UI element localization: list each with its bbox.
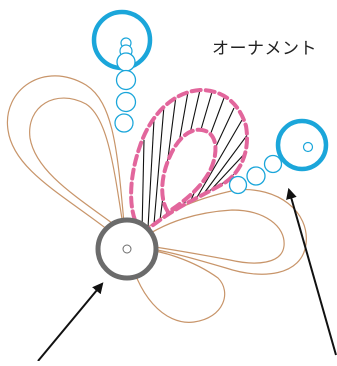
stitch-line [142, 140, 144, 232]
bead [117, 53, 135, 71]
ornament-label: オーナメント [212, 34, 317, 59]
bead [265, 156, 282, 173]
top-bead-string [94, 12, 150, 132]
center-ring [98, 220, 156, 278]
bead [117, 93, 136, 112]
stitch-line [154, 106, 164, 224]
bead [115, 114, 133, 132]
bead [304, 143, 313, 152]
left-petal-inner [30, 98, 124, 232]
arrow-to-right-bead [289, 190, 336, 355]
bead [247, 167, 265, 185]
center-ring-dot [123, 245, 131, 253]
arrow-to-center [38, 284, 102, 361]
bead [117, 71, 136, 90]
stitch-line [148, 120, 154, 228]
bead [230, 177, 247, 194]
right-large-bead [278, 121, 326, 169]
